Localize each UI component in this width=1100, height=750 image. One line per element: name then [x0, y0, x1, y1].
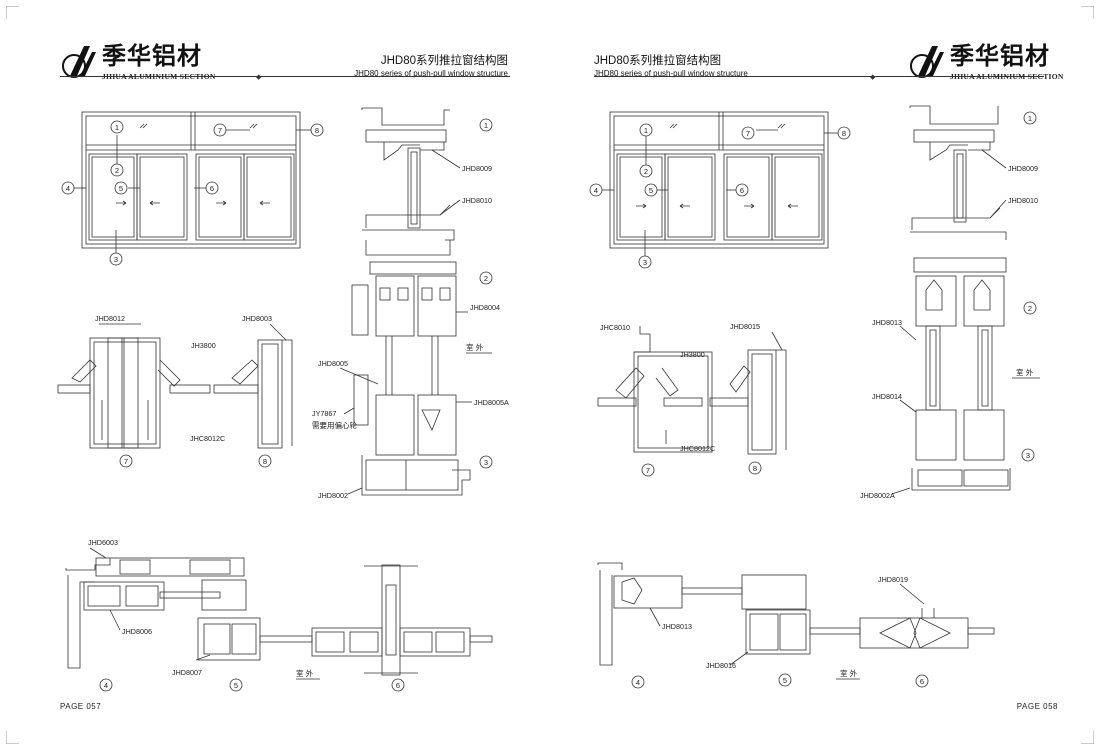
- label-jhd8003: JHD8003: [242, 314, 272, 323]
- window-elevation: [72, 111, 312, 253]
- page-number: PAGE 057: [60, 702, 102, 711]
- label-jhd8019: JHD8019: [878, 575, 908, 584]
- window-elevation: [602, 111, 838, 256]
- label-jhd8009: JHD8009: [462, 164, 492, 173]
- vertical-section: [891, 105, 1011, 495]
- label-jhd8006: JHD8006: [122, 627, 152, 636]
- title-cn: JHD80系列推拉窗结构图: [380, 55, 508, 67]
- section-8: [709, 331, 787, 455]
- page-title: JHD80系列推拉窗结构图 JHD80 series of push-pull …: [354, 52, 508, 78]
- horizontal-section: [597, 562, 995, 666]
- title-cn: JHD80系列推拉窗结构图: [594, 55, 722, 67]
- callout-1: 1: [1028, 114, 1032, 123]
- label-jhd8015: JHD8015: [730, 322, 760, 331]
- vertical-section: [339, 107, 472, 496]
- callout-6: 6: [210, 184, 214, 193]
- callout-5: 5: [119, 184, 123, 193]
- rule-diamond-icon: ◆: [256, 74, 262, 81]
- label-jhc8010: JHC8010: [600, 323, 630, 332]
- label-jy7867: JY7867: [312, 409, 336, 418]
- callout-8: 8: [842, 129, 846, 138]
- label-jhd8002: JHD8002: [318, 491, 348, 500]
- label-jhc8012c: JHC8012C: [680, 444, 715, 453]
- label-jhd8005a: JHD8005A: [474, 398, 509, 407]
- callout-3: 3: [484, 458, 488, 467]
- label-jhd8010: JHD8010: [1008, 196, 1038, 205]
- label-jh3800: JH3800: [191, 341, 216, 350]
- label-wheel-note: 需要用偏心轮: [312, 420, 357, 430]
- page-title: JHD80系列推拉窗结构图 JHD80 series of push-pull …: [594, 52, 748, 78]
- callout-2: 2: [1028, 304, 1032, 313]
- callout-4: 4: [66, 184, 70, 193]
- label-indoor-outdoor: 室 外: [1016, 367, 1034, 377]
- brand-logo-icon: [910, 46, 944, 78]
- label-jh3800: JH3800: [680, 350, 705, 359]
- callout-6: 6: [396, 681, 400, 690]
- label-indoor-outdoor: 室 外: [296, 668, 314, 678]
- section-7: [57, 323, 211, 449]
- section-7: [597, 326, 713, 453]
- label-jhd6003: JHD6003: [88, 538, 118, 547]
- rule-diamond-icon: ◆: [870, 74, 876, 81]
- callout-5: 5: [649, 186, 653, 195]
- brand-name: 季华铝材: [950, 41, 1050, 70]
- callout-5: 5: [783, 676, 787, 685]
- callout-7: 7: [218, 126, 222, 135]
- horizontal-section: [65, 547, 493, 676]
- label-jhd8005: JHD8005: [318, 359, 348, 368]
- page-number: PAGE 058: [1016, 702, 1058, 711]
- callout-8: 8: [753, 464, 757, 473]
- callout-4: 4: [104, 681, 108, 690]
- brand-logo-icon: [62, 46, 96, 78]
- callout-7: 7: [124, 457, 128, 466]
- callout-2: 2: [644, 167, 648, 176]
- brand-name: 季华铝材: [102, 41, 202, 70]
- label-jhd8010: JHD8010: [462, 196, 492, 205]
- label-jhd8004: JHD8004: [470, 303, 500, 312]
- callout-4: 4: [636, 678, 640, 687]
- callout-1: 1: [115, 123, 119, 132]
- page-right: JHD80系列推拉窗结构图 JHD80 series of push-pull …: [550, 0, 1100, 750]
- label-jhd8007: JHD8007: [172, 668, 202, 677]
- header-rule: ◆: [594, 74, 1044, 81]
- callout-1: 1: [644, 126, 648, 135]
- page-left: 季华铝材 JIHUA ALUMINIUM SECTION JHD80系列推拉窗结…: [57, 41, 510, 711]
- label-jhd8014: JHD8014: [872, 392, 902, 401]
- callout-2: 2: [484, 274, 488, 283]
- label-jhd8002a: JHD8002A: [860, 491, 895, 500]
- callout-8: 8: [263, 457, 267, 466]
- callout-7: 7: [646, 466, 650, 475]
- callout-3: 3: [643, 258, 647, 267]
- callout-1: 1: [484, 121, 488, 130]
- title-en: JHD80 series of push-pull window structu…: [594, 69, 748, 78]
- callout-4: 4: [594, 186, 598, 195]
- callout-7: 7: [746, 129, 750, 138]
- callout-6: 6: [740, 186, 744, 195]
- callout-3: 3: [1026, 451, 1030, 460]
- callout-3: 3: [114, 255, 118, 264]
- callout-5: 5: [234, 681, 238, 690]
- drawing-right: 1 7 8 2 4 5 6 3 1 2 3 7 8 4 5 6 JHD8009 …: [589, 105, 1040, 689]
- label-indoor-outdoor: 室 外: [466, 342, 484, 352]
- callout-6: 6: [920, 677, 924, 686]
- label-indoor-outdoor: 室 外: [840, 668, 858, 678]
- label-jhd8016: JHD8016: [706, 661, 736, 670]
- title-en: JHD80 series of push-pull window structu…: [354, 69, 508, 78]
- label-jhd8013: JHD8013: [872, 318, 902, 327]
- label-jhd8009: JHD8009: [1008, 164, 1038, 173]
- label-jhc8012c: JHC8012C: [190, 434, 225, 443]
- label-jhd8013: JHD8013: [662, 622, 692, 631]
- drawing-left: 1 7 8 2 4 5 6 3 1 2 3 7 8 4 5 6 JHD8009 …: [57, 107, 509, 692]
- callout-8: 8: [315, 126, 319, 135]
- label-jhd8012: JHD8012: [95, 314, 125, 323]
- callout-2: 2: [115, 166, 119, 175]
- section-8: [213, 323, 293, 449]
- header-rule: ◆: [60, 74, 510, 81]
